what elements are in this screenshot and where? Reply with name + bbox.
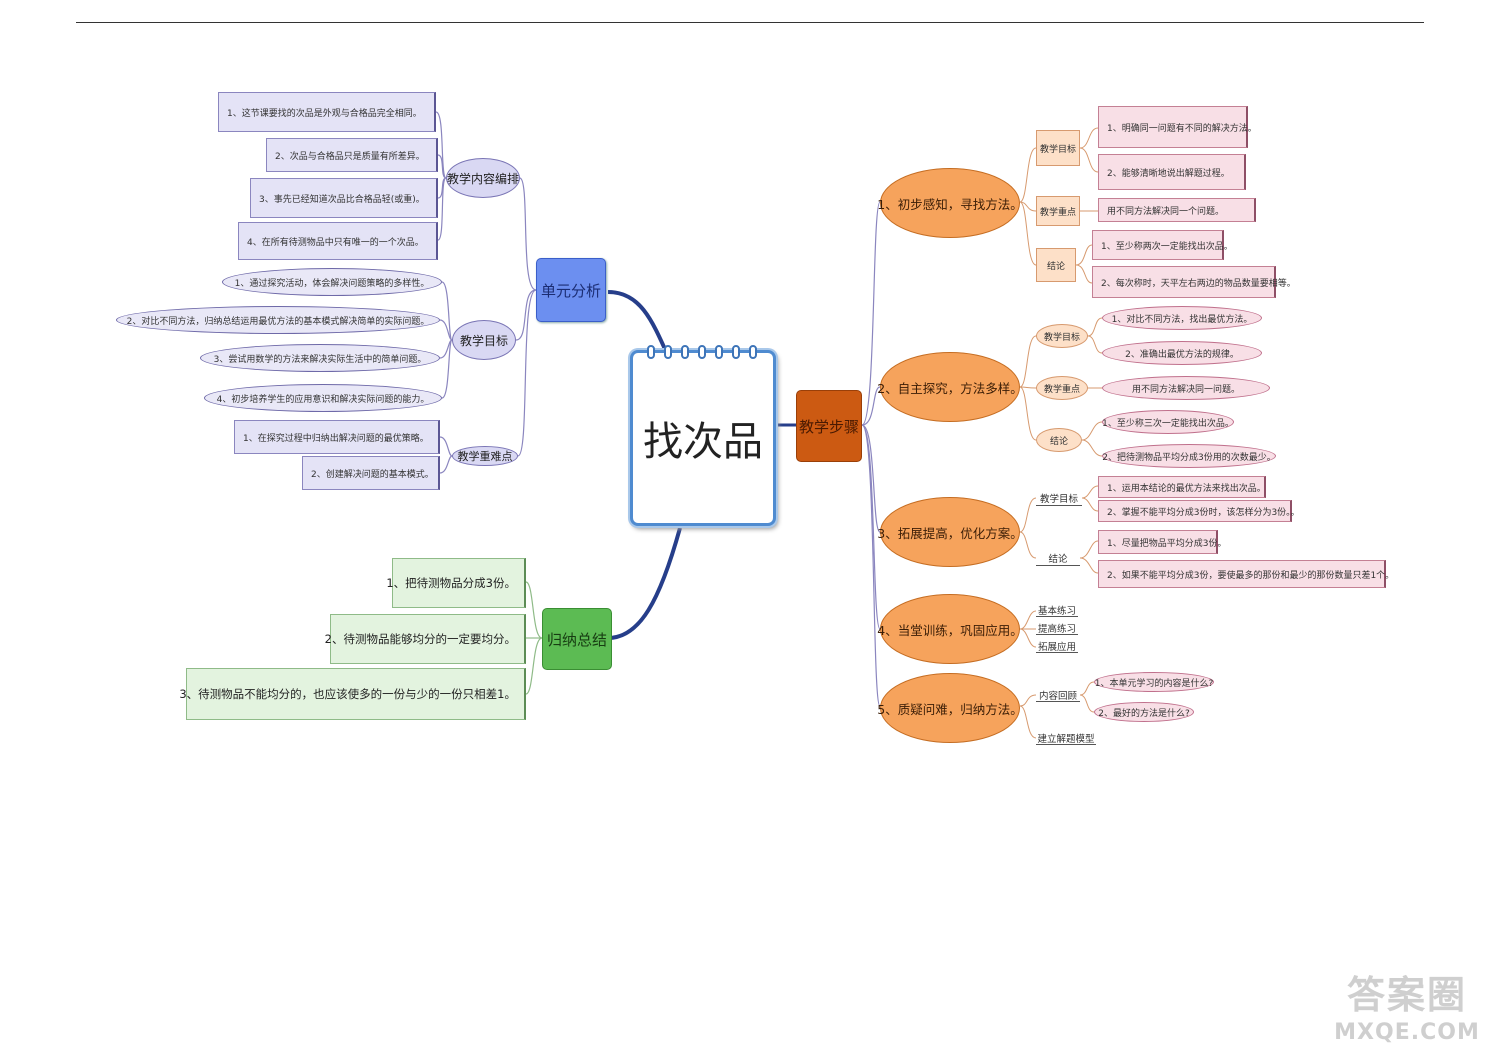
step-2-focus-item-1[interactable]: 用不同方法解决同一问题。 — [1102, 376, 1270, 400]
center-topic[interactable]: 找次品 — [630, 345, 776, 526]
content-arrangement-node[interactable]: 教学内容编排 — [446, 158, 520, 198]
step-1-node[interactable]: 1、初步感知，寻找方法。 — [877, 168, 1023, 238]
step-2-goal-tag[interactable]: 教学目标 — [1036, 324, 1088, 348]
center-title: 找次品 — [643, 419, 763, 465]
key-points-node[interactable]: 教学重难点 — [452, 446, 518, 466]
content-item-2[interactable]: 2、次品与合格品只是质量有所差异。 — [266, 138, 438, 172]
key-point-item-1[interactable]: 1、在探究过程中归纳出解决问题的最优策略。 — [234, 420, 440, 454]
goal-item-2[interactable]: 2、对比不同方法，归纳总结运用最优方法的基本模式解决简单的实际问题。 — [116, 306, 440, 334]
step-5-model-label[interactable]: 建立解题模型 — [1036, 731, 1096, 745]
teaching-steps-node[interactable]: 教学步骤 — [796, 390, 862, 462]
content-item-4[interactable]: 4、在所有待测物品中只有唯一的一个次品。 — [238, 222, 438, 260]
step-2-goal-item-2[interactable]: 2、准确出最优方法的规律。 — [1102, 341, 1262, 365]
teaching-goals-node[interactable]: 教学目标 — [452, 320, 516, 360]
watermark-line-2: MXQE.COM — [1334, 1020, 1480, 1045]
step-1-conclusion-tag[interactable]: 结论 — [1036, 248, 1076, 282]
notebook-ring — [664, 345, 672, 359]
step-1-goal-item-2[interactable]: 2、能够清晰地说出解题过程。 — [1098, 154, 1246, 190]
step-4-basic-practice[interactable]: 基本练习 — [1036, 603, 1078, 617]
content-item-1[interactable]: 1、这节课要找的次品是外观与合格品完全相同。 — [218, 92, 436, 132]
step-1-goal-item-1[interactable]: 1、明确同一问题有不同的解决方法。 — [1098, 106, 1257, 148]
notebook-ring — [715, 345, 723, 359]
notebook-ring — [681, 345, 689, 359]
step-3-conclusion-item-1[interactable]: 1、尽量把物品平均分成3份。 — [1098, 530, 1226, 554]
top-rule — [76, 22, 1424, 23]
unit-analysis-node[interactable]: 单元分析 — [536, 258, 606, 322]
step-2-focus-tag[interactable]: 教学重点 — [1036, 376, 1088, 400]
key-point-item-2[interactable]: 2、创建解决问题的基本模式。 — [302, 456, 440, 490]
step-3-conclusion-item-2[interactable]: 2、如果不能平均分成3份，要使最多的那份和最少的那份数量只差1个。 — [1098, 560, 1394, 588]
step-3-conclusion-tag[interactable]: 结论 — [1036, 550, 1080, 566]
step-5-review-item-1[interactable]: 1、本单元学习的内容是什么? — [1094, 672, 1214, 692]
summary-item-2[interactable]: 2、待测物品能够均分的一定要均分。 — [325, 614, 526, 664]
step-4-node[interactable]: 4、当堂训练，巩固应用。 — [877, 594, 1023, 664]
step-4-advanced-practice[interactable]: 提高练习 — [1036, 621, 1078, 635]
step-1-focus-item-1[interactable]: 用不同方法解决同一个问题。 — [1098, 198, 1256, 222]
content-item-3[interactable]: 3、事先已经知道次品比合格品轻(或重)。 — [250, 178, 438, 218]
goal-item-4[interactable]: 4、初步培养学生的应用意识和解决实际问题的能力。 — [204, 384, 442, 412]
step-1-conclusion-item-2[interactable]: 2、每次称时，天平左右两边的物品数量要相等。 — [1092, 266, 1296, 298]
watermark-logo: 答案圈 MXQE.COM — [1322, 970, 1492, 1055]
notebook-ring — [698, 345, 706, 359]
step-3-goal-item-2[interactable]: 2、掌握不能平均分成3份时，该怎样分为3份。。 — [1098, 500, 1300, 522]
step-5-node[interactable]: 5、质疑问难，归纳方法。 — [877, 673, 1023, 743]
goal-item-1[interactable]: 1、通过探究活动，体会解决问题策略的多样性。 — [222, 268, 442, 296]
step-4-extension[interactable]: 拓展应用 — [1036, 639, 1078, 653]
goal-item-3[interactable]: 3、尝试用数学的方法来解决实际生活中的简单问题。 — [200, 344, 440, 372]
step-2-conclusion-tag[interactable]: 结论 — [1036, 428, 1082, 452]
step-3-node[interactable]: 3、拓展提高，优化方案。 — [877, 497, 1023, 567]
step-5-review-item-2[interactable]: 2、最好的方法是什么? — [1094, 702, 1194, 722]
summary-item-3[interactable]: 3、待测物品不能均分的，也应该使多的一份与少的一份只相差1。 — [179, 668, 526, 720]
notebook-ring — [647, 345, 655, 359]
summary-item-1[interactable]: 1、把待测物品分成3份。 — [386, 558, 526, 608]
step-2-goal-item-1[interactable]: 1、对比不同方法，找出最优方法。 — [1102, 306, 1262, 330]
step-2-conclusion-item-2[interactable]: 2、把待测物品平均分成3份用的次数最少。 — [1102, 444, 1276, 468]
notebook-ring — [732, 345, 740, 359]
step-3-goal-tag[interactable]: 教学目标 — [1036, 490, 1082, 506]
step-2-conclusion-item-1[interactable]: 1、至少称三次一定能找出次品。 — [1102, 410, 1234, 434]
step-5-review-tag[interactable]: 内容回顾 — [1036, 688, 1080, 702]
step-1-conclusion-item-1[interactable]: 1、至少称两次一定能找出次品。 — [1092, 230, 1233, 260]
step-1-goal-tag[interactable]: 教学目标 — [1036, 130, 1080, 166]
watermark-line-1: 答案圈 — [1346, 973, 1467, 1017]
summary-node[interactable]: 归纳总结 — [542, 608, 612, 670]
step-3-goal-item-1[interactable]: 1、运用本结论的最优方法来找出次品。 — [1098, 476, 1266, 498]
notebook-ring — [749, 345, 757, 359]
step-2-node[interactable]: 2、自主探究，方法多样。 — [877, 352, 1023, 422]
step-1-focus-tag[interactable]: 教学重点 — [1036, 196, 1080, 226]
